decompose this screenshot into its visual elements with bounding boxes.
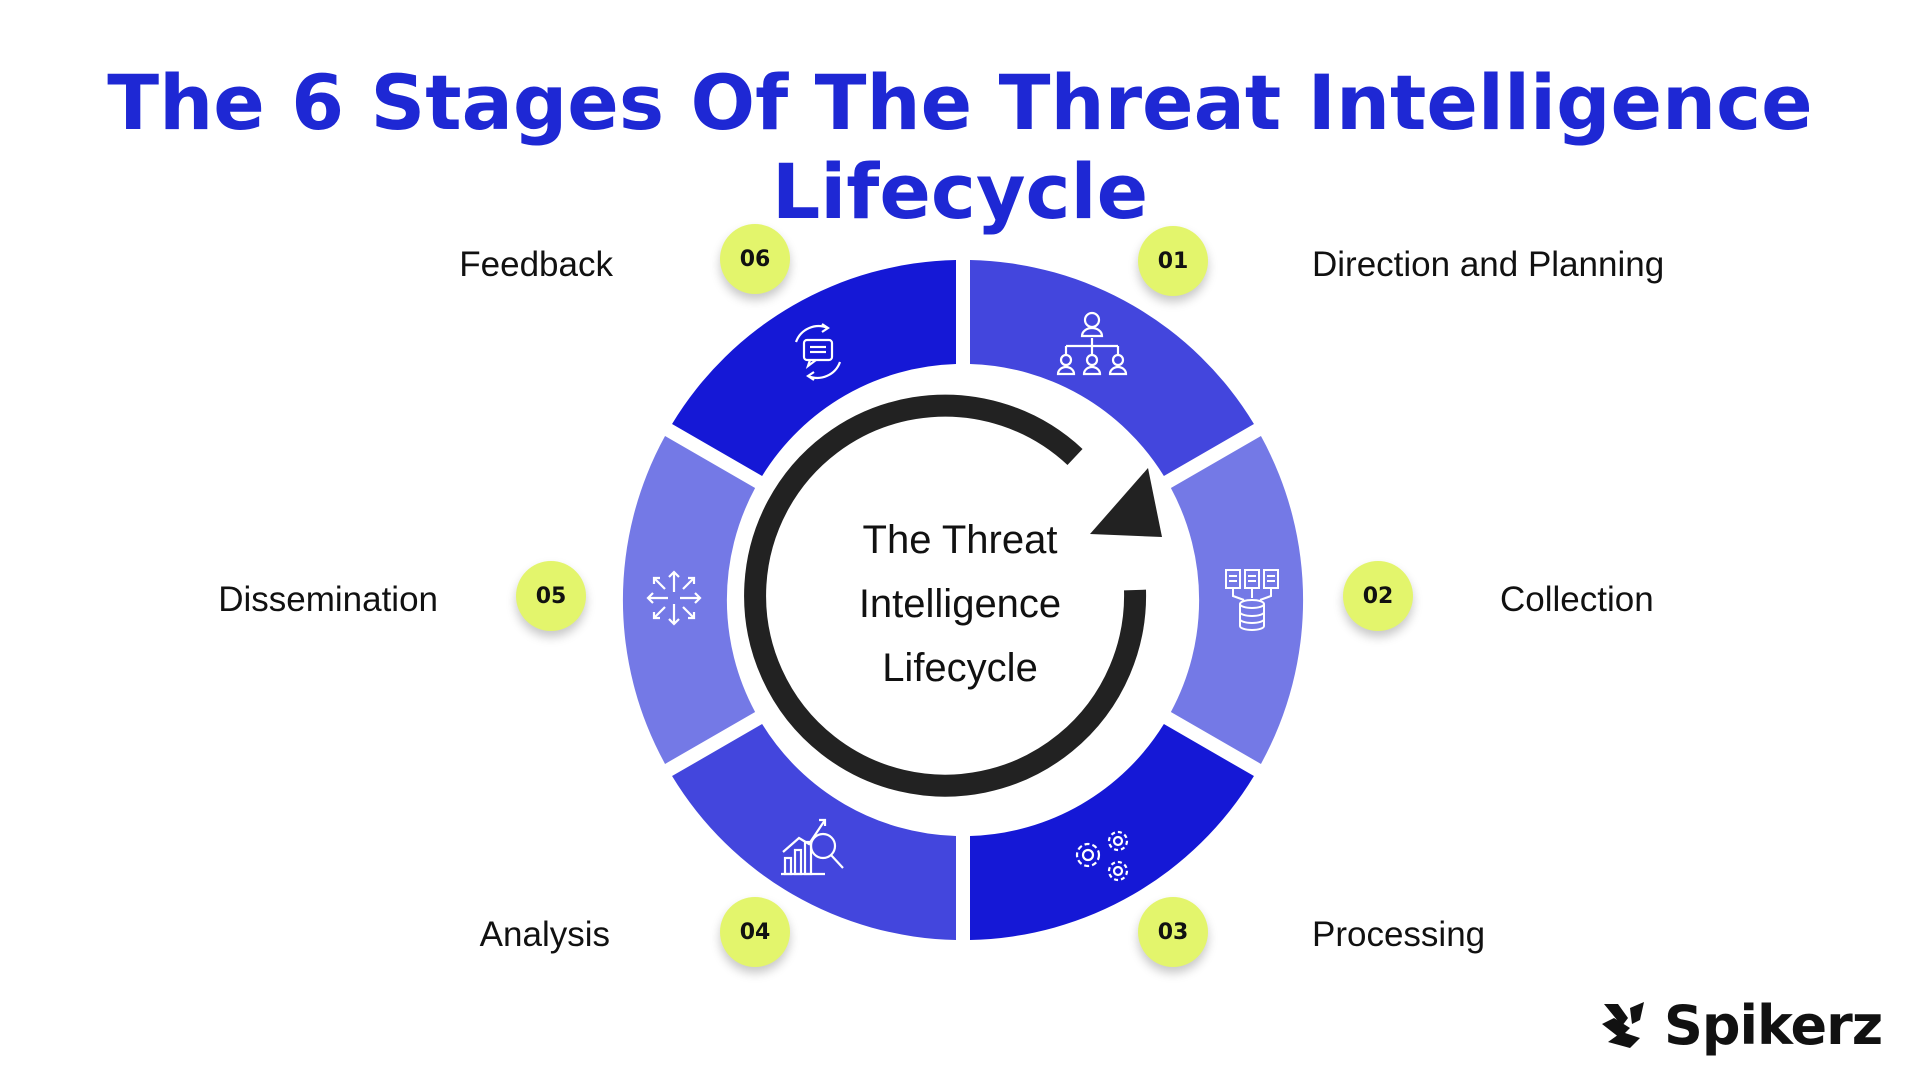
ring-segment-06	[672, 260, 956, 476]
org-chart-icon	[1056, 311, 1128, 376]
gears-icon	[1075, 830, 1129, 882]
documents-database-icon	[1225, 569, 1279, 631]
stage-01-badge: 01	[1138, 226, 1208, 296]
stage-05-label: Dissemination	[218, 580, 438, 619]
center-title-line-2: Intelligence	[858, 582, 1062, 626]
page-title: The 6 Stages Of The Threat Intelligence …	[107, 58, 1813, 236]
stage-04-label: Analysis	[479, 915, 610, 954]
ring-segment-02	[1170, 436, 1304, 764]
logo-text: Spikerz	[1664, 993, 1883, 1057]
spikerz-logo-icon	[1602, 1002, 1644, 1048]
chart-magnifier-icon	[781, 818, 844, 876]
stage-06-label: Feedback	[459, 245, 613, 284]
ring-segment-05	[622, 436, 756, 764]
ring-segment-03	[970, 724, 1254, 940]
center-title: The Threat Intelligence Lifecycle	[810, 508, 1110, 700]
cycle-arrow-head	[1090, 468, 1162, 537]
stage-03-badge: 03	[1138, 897, 1208, 967]
stage-06-badge: 06	[720, 224, 790, 294]
stage-04-badge: 04	[720, 897, 790, 967]
ring-segment-04	[672, 724, 956, 940]
distribute-arrows-icon	[646, 570, 702, 626]
stage-03-label: Processing	[1312, 915, 1486, 954]
spikerz-logo: Spikerz	[1600, 990, 1883, 1060]
stage-02-badge: 02	[1343, 561, 1413, 631]
feedback-cycle-icon	[794, 323, 842, 381]
stage-01-label: Direction and Planning	[1312, 245, 1665, 284]
stage-05-badge: 05	[516, 561, 586, 631]
stage-02-label: Collection	[1500, 580, 1654, 619]
center-title-line-3: Lifecycle	[882, 646, 1038, 690]
center-title-line-1: The Threat	[862, 518, 1058, 562]
cycle-arrow	[744, 394, 1147, 797]
